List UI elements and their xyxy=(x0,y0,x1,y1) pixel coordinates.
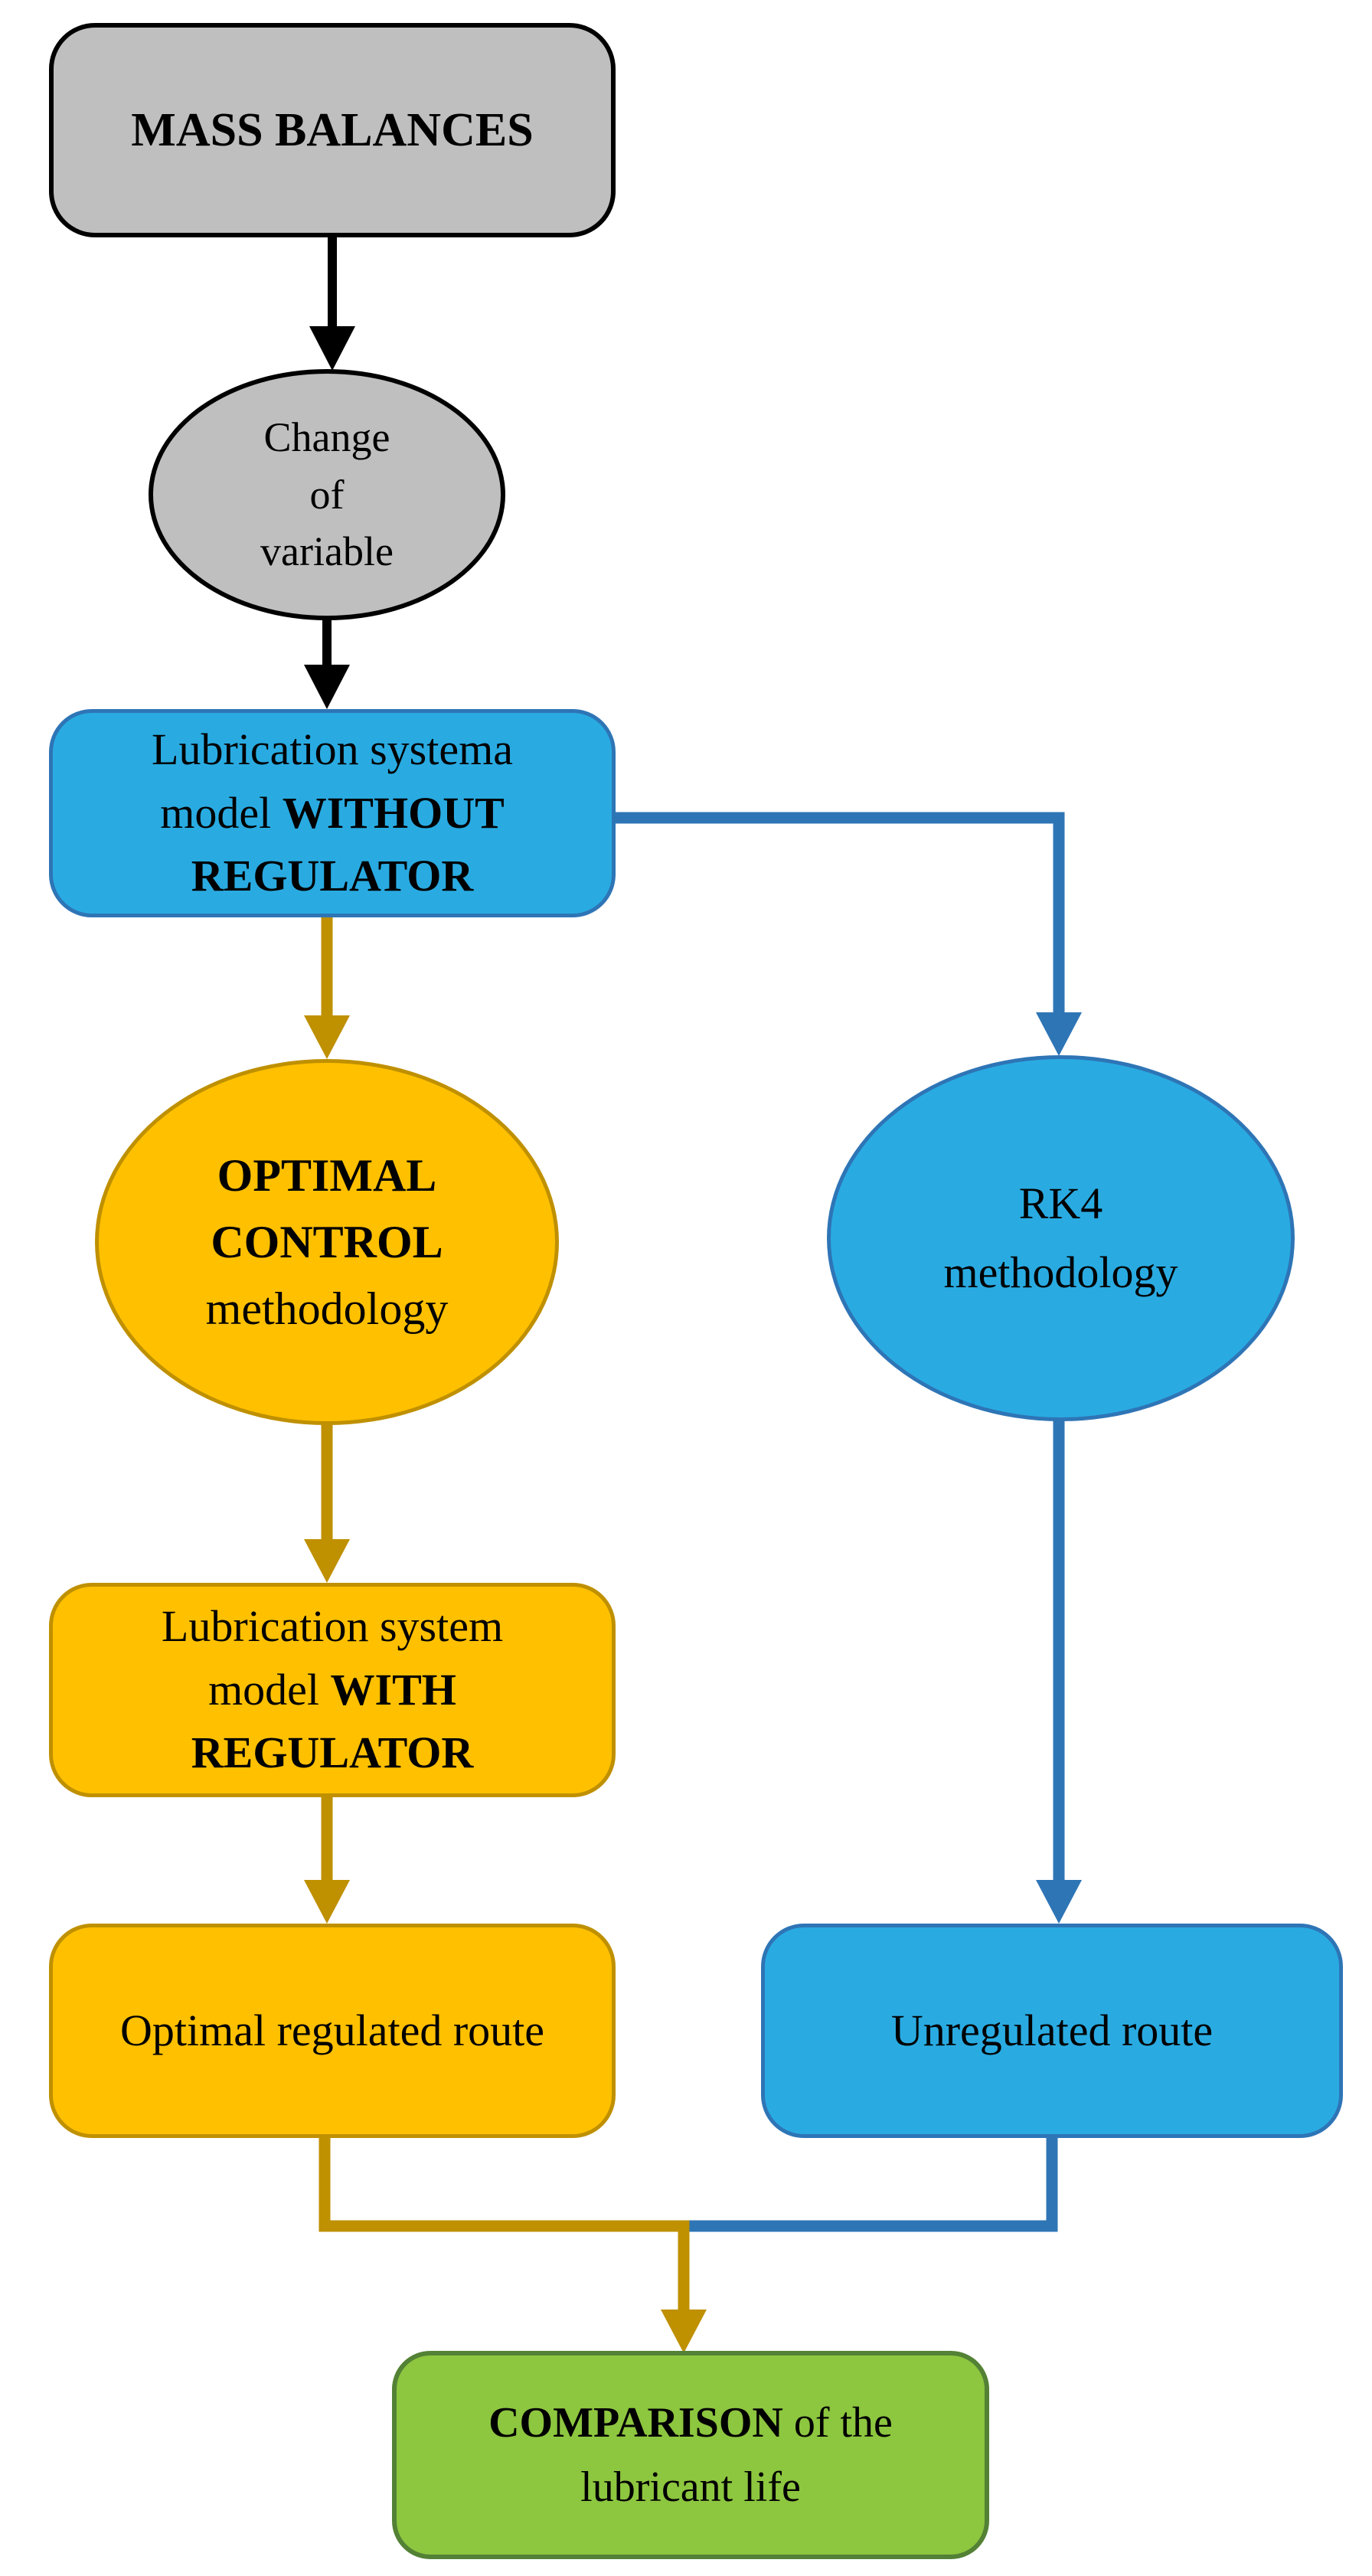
node-model-with-regulator: Lubrication system model WITH REGULATOR xyxy=(49,1583,616,1797)
node-optimal-control-methodology: OPTIMAL CONTROL methodology xyxy=(95,1059,559,1425)
node-line-regular: of the xyxy=(782,2399,893,2447)
node-label: Optimal regulated route xyxy=(119,2006,545,2056)
node-line-bold: COMPARISON xyxy=(488,2399,783,2447)
node-label: MASS BALANCES xyxy=(131,103,534,156)
arrow-rk4-to-unregulated-route xyxy=(1036,1420,1082,1924)
node-line: lubricant life xyxy=(580,2463,801,2511)
node-model-without-regulator: Lubrication systema model WITHOUT REGULA… xyxy=(49,709,616,917)
arrowhead-down-icon xyxy=(309,326,355,371)
node-line: REGULATOR xyxy=(191,1728,474,1778)
arrow-line xyxy=(318,2138,690,2311)
arrowhead-down-icon xyxy=(661,2310,707,2353)
node-unregulated-route: Unregulated route xyxy=(761,1924,1343,2138)
node-comparison-lubricant-life: COMPARISON of the lubricant life xyxy=(392,2351,989,2559)
node-line-regular: model xyxy=(160,787,283,838)
arrow-optimal-control-to-model-with xyxy=(304,1424,350,1583)
node-line: model WITH xyxy=(208,1659,456,1721)
node-line: CONTROL xyxy=(211,1216,443,1267)
arrow-mass-balances-to-change-of-variable xyxy=(309,236,355,371)
node-line: methodology xyxy=(205,1283,449,1334)
arrow-model-without-to-rk4 xyxy=(616,812,1082,1056)
node-line-bold: WITHOUT xyxy=(282,787,505,838)
node-line: OPTIMAL xyxy=(217,1149,437,1201)
node-line: REGULATOR xyxy=(191,851,474,901)
arrowhead-down-icon xyxy=(304,665,350,709)
node-change-of-variable: Change of variable xyxy=(149,369,505,620)
arrowhead-down-icon xyxy=(304,1880,350,1924)
node-mass-balances: MASS BALANCES xyxy=(49,23,616,237)
node-optimal-regulated-route: Optimal regulated route xyxy=(49,1924,616,2138)
node-line: RK4 xyxy=(1018,1178,1103,1229)
arrow-optimal-route-to-comparison xyxy=(318,2138,707,2353)
node-line-bold: WITH xyxy=(330,1664,456,1715)
node-line: Lubrication system xyxy=(161,1601,504,1652)
node-line: Change xyxy=(263,414,390,461)
node-label: Unregulated route xyxy=(890,2006,1214,2056)
arrowhead-down-icon xyxy=(1036,1880,1082,1924)
arrow-line xyxy=(678,2138,1058,2232)
node-line: COMPARISON of the xyxy=(488,2391,893,2455)
node-rk4-methodology: RK4 methodology xyxy=(827,1055,1295,1421)
node-line: variable xyxy=(260,528,394,575)
arrow-change-of-variable-to-model-without xyxy=(304,619,350,709)
arrowhead-down-icon xyxy=(304,1015,350,1059)
node-line: Lubrication systema xyxy=(152,724,513,775)
arrow-line xyxy=(616,812,1065,1014)
arrow-unregulated-route-to-comparison xyxy=(678,2138,1058,2232)
arrowhead-down-icon xyxy=(1036,1012,1082,1056)
node-line-regular: model xyxy=(208,1664,331,1715)
node-line: model WITHOUT xyxy=(160,782,505,845)
node-line: methodology xyxy=(943,1247,1178,1297)
arrow-model-without-to-optimal-control xyxy=(304,917,350,1059)
arrow-model-with-to-optimal-route xyxy=(304,1797,350,1924)
node-line: of xyxy=(309,471,345,518)
arrowhead-down-icon xyxy=(304,1539,350,1583)
